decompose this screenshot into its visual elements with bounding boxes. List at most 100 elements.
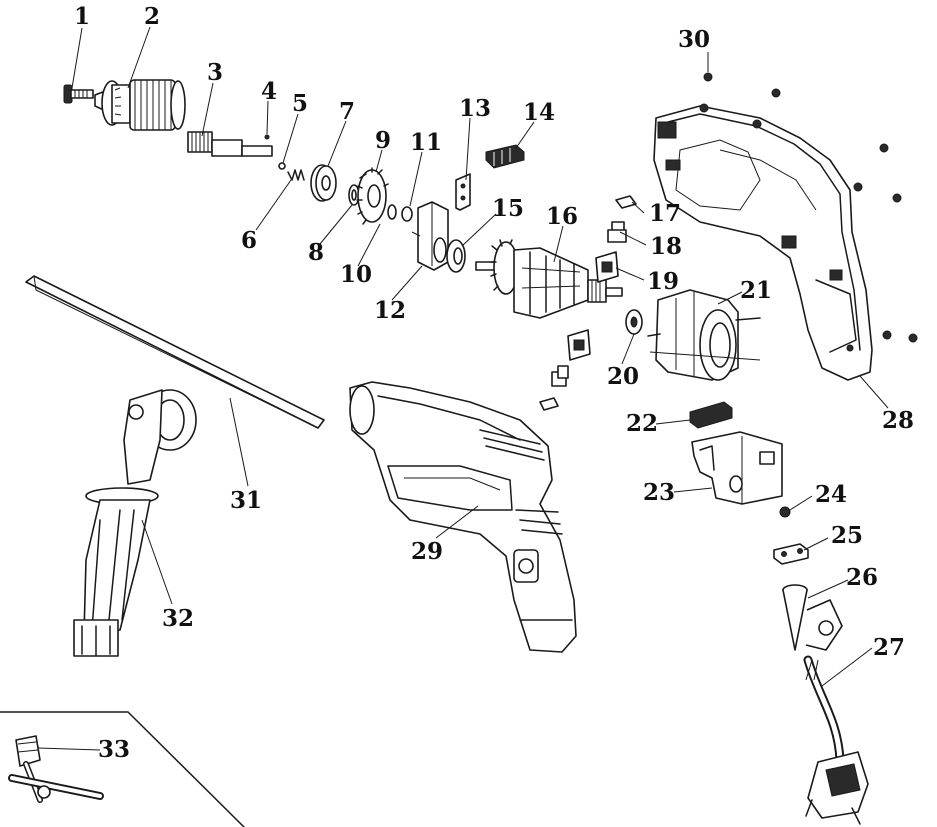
callout-10: 10 — [340, 261, 372, 288]
part-depth-rod-31 — [25, 275, 325, 429]
callout-20: 20 — [607, 363, 639, 390]
leader-2 — [127, 26, 151, 89]
leader-3 — [201, 82, 214, 137]
leader-13 — [465, 117, 471, 181]
leader-1 — [71, 27, 83, 89]
callout-22: 22 — [626, 410, 658, 437]
part-spindle-3 — [187, 131, 273, 157]
part-gear-plate-12 — [411, 201, 449, 271]
part-chuck-key-33 — [0, 711, 245, 827]
callout-19: 19 — [647, 268, 679, 295]
callout-30: 30 — [678, 26, 710, 53]
leader-lines — [37, 26, 889, 751]
callout-23: 23 — [643, 479, 675, 506]
leader-26 — [807, 579, 849, 599]
callout-28: 28 — [882, 407, 914, 434]
leader-16 — [553, 225, 564, 263]
leader-14 — [515, 121, 535, 149]
leader-18 — [619, 231, 647, 246]
callout-2: 2 — [144, 3, 160, 30]
part-circlip-10 — [387, 204, 397, 220]
leader-28 — [859, 375, 889, 409]
part-ball-4 — [264, 134, 270, 140]
leader-22 — [655, 419, 691, 425]
part-screw-1 — [63, 84, 94, 104]
leader-31 — [229, 397, 249, 487]
leader-12 — [391, 265, 423, 301]
part-bracket-13 — [455, 173, 471, 211]
leader-6 — [255, 179, 292, 231]
callout-14: 14 — [523, 99, 555, 126]
leader-7 — [327, 120, 347, 167]
part-plate-17 — [615, 195, 637, 209]
callout-17: 17 — [649, 200, 681, 227]
leader-24 — [789, 495, 813, 511]
part-brush-holder-19 — [595, 251, 619, 283]
part-brush-holder-extra — [539, 329, 591, 411]
part-stator-21 — [647, 289, 761, 381]
leader-8 — [319, 204, 353, 245]
callout-3: 3 — [207, 59, 223, 86]
part-ball-5 — [278, 162, 286, 170]
leader-4 — [266, 100, 269, 135]
callout-25: 25 — [831, 522, 863, 549]
part-power-cord-27 — [803, 655, 869, 825]
callout-18: 18 — [650, 233, 682, 260]
part-bearing-15 — [446, 239, 466, 273]
leader-33 — [37, 747, 101, 751]
callout-24: 24 — [815, 481, 847, 508]
callout-33: 33 — [98, 736, 130, 763]
callout-8: 8 — [308, 239, 324, 266]
part-cable-clamp-25 — [773, 543, 809, 565]
part-brush-18 — [607, 221, 627, 243]
callout-27: 27 — [873, 634, 905, 661]
part-screws-30 — [699, 72, 918, 343]
leader-29 — [435, 505, 479, 539]
callout-5: 5 — [292, 90, 308, 117]
part-drill-chuck-2 — [94, 79, 186, 131]
part-bearing-20 — [625, 309, 643, 335]
leader-5 — [282, 113, 299, 164]
callout-6: 6 — [241, 227, 257, 254]
callout-26: 26 — [846, 564, 878, 591]
leader-19 — [615, 267, 645, 281]
leader-25 — [803, 537, 829, 551]
leader-27 — [821, 647, 873, 687]
leader-9 — [375, 149, 383, 173]
callout-32: 32 — [162, 605, 194, 632]
part-bearing-7 — [310, 164, 337, 202]
leader-11 — [409, 151, 423, 207]
part-switch-23 — [691, 431, 783, 505]
callout-15: 15 — [492, 195, 524, 222]
leader-10 — [357, 223, 381, 267]
callout-labels: 1 2 3 4 5 6 7 8 9 10 11 12 13 14 15 16 1… — [74, 3, 914, 763]
part-side-handle-32 — [73, 389, 197, 657]
callout-29: 29 — [411, 538, 443, 565]
callout-13: 13 — [459, 95, 491, 122]
leader-23 — [673, 487, 713, 493]
part-bearing-11 — [401, 206, 413, 222]
callout-12: 12 — [374, 297, 406, 324]
leader-21 — [717, 291, 743, 305]
callout-31: 31 — [230, 487, 262, 514]
callout-4: 4 — [261, 78, 277, 105]
callout-9: 9 — [375, 127, 391, 154]
leader-17 — [631, 201, 645, 214]
leader-32 — [141, 519, 173, 605]
part-armature-16 — [475, 239, 623, 319]
leader-20 — [621, 333, 635, 365]
part-gear-9 — [356, 167, 389, 225]
part-housing-28 — [653, 105, 873, 381]
part-clip-14 — [485, 144, 525, 169]
part-switch-cover-22 — [689, 401, 733, 429]
callout-1: 1 — [74, 3, 90, 30]
callout-11: 11 — [410, 129, 442, 156]
callout-21: 21 — [740, 277, 772, 304]
part-screw-24 — [779, 506, 791, 518]
part-cable-sleeve-26 — [782, 584, 843, 651]
callout-7: 7 — [339, 98, 355, 125]
part-spring-6 — [287, 169, 305, 181]
callout-16: 16 — [546, 203, 578, 230]
